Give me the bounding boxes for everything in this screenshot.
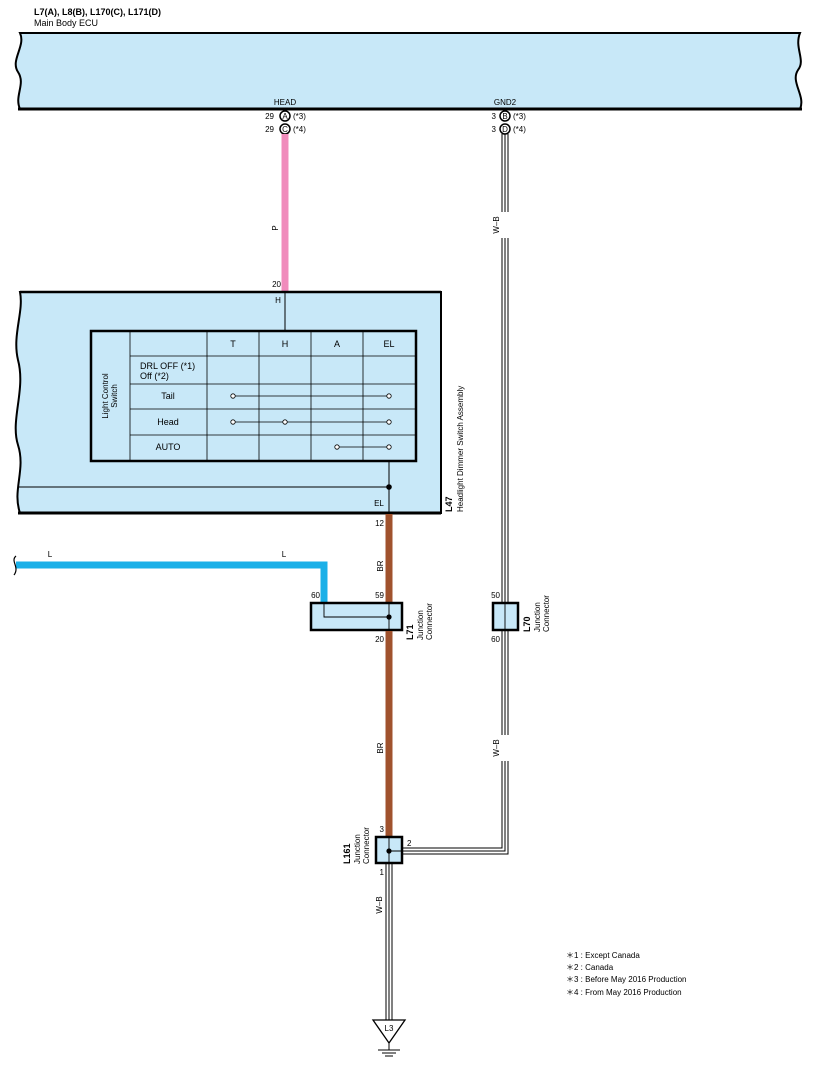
junction-l161-line1: Junction [353, 834, 362, 864]
blue-wire [16, 561, 328, 604]
switch-row-tail: Tail [161, 391, 175, 401]
gnd2-pin-d: 3 D (*4) [492, 123, 526, 135]
switch-row-auto: AUTO [156, 442, 181, 452]
pin-number: 29 [265, 125, 274, 134]
junction-l70-pin-top: 50 [491, 591, 500, 600]
junction-l161-id: L161 [342, 843, 352, 864]
switch-pin-top-name: H [275, 296, 281, 305]
junction-l161-dot [386, 848, 392, 854]
switch-row-drl-off-2: Off (*2) [140, 371, 169, 381]
junction-l70-id: L70 [522, 616, 532, 632]
pin-note: (*3) [513, 112, 526, 121]
pin-note: (*4) [513, 125, 526, 134]
switch-row-head: Head [157, 417, 179, 427]
switch-pin-top-num: 20 [272, 280, 281, 289]
junction-l71-id: L71 [405, 624, 415, 640]
junction-l70-pin-bottom: 60 [491, 635, 500, 644]
wb-label-bg [494, 212, 514, 238]
junction-l71-line1: Junction [416, 610, 425, 640]
switch-pin-bottom-num: 12 [375, 519, 384, 528]
wb-wire-ground [385, 864, 393, 1020]
pin-circle [499, 110, 511, 122]
wb-wire-ground-label: W–B [375, 896, 384, 913]
note-2: ＊2 : Canada [566, 963, 614, 972]
head-pin-c: 29 C (*4) [265, 123, 306, 135]
pink-wire-label: P [271, 225, 280, 230]
switch-col-h: H [282, 339, 289, 349]
ground-symbol [378, 1043, 400, 1057]
wb-lower-label-bg [494, 735, 514, 761]
continuity-tail [230, 393, 392, 399]
wb-wire-lower-label: W–B [492, 739, 501, 756]
brown-wire-lower-label: BR [376, 742, 385, 753]
pin-letter: B [502, 112, 507, 121]
wb-wire-upper [501, 134, 509, 604]
junction-l71-pin-bottom: 20 [375, 635, 384, 644]
junction-l70-line1: Junction [533, 602, 542, 632]
switch-el-junction-dot [386, 484, 392, 490]
pin-letter: D [502, 125, 508, 134]
brown-wire-upper-label: BR [376, 560, 385, 571]
junction-l161-pin-bottom: 1 [380, 868, 385, 877]
blue-wire-break [13, 555, 17, 576]
ecu-connector-list: L7(A), L8(B), L170(C), L171(D) [34, 7, 161, 17]
continuity-head [230, 419, 392, 425]
head-pin-a: 29 A (*3) [265, 110, 306, 122]
junction-l161-line2: Connector [362, 827, 371, 864]
ground-id: L3 [385, 1024, 394, 1033]
pin-letter: A [282, 112, 288, 121]
switch-col-el: EL [383, 339, 394, 349]
ecu-name: Main Body ECU [34, 18, 98, 28]
pin-note: (*3) [293, 112, 306, 121]
junction-l71-line2: Connector [425, 603, 434, 640]
junction-l70-box [491, 601, 520, 632]
switch-assembly-name: Headlight Dimmer Switch Assembly [456, 386, 465, 512]
note-4: ＊4 : From May 2016 Production [566, 988, 682, 997]
blue-wire-label-right: L [282, 550, 287, 559]
switch-assembly-id: L47 [444, 496, 454, 512]
switch-col-a: A [334, 339, 340, 349]
pin-note: (*4) [293, 125, 306, 134]
junction-l71-pin-left: 60 [311, 591, 320, 600]
switch-pin-bottom-name: EL [374, 499, 384, 508]
pin-number: 29 [265, 112, 274, 121]
note-3: ＊3 : Before May 2016 Production [566, 975, 687, 984]
ground-triangle [371, 1019, 407, 1045]
switch-side-label-1: Light Control [101, 373, 110, 419]
switch-col-t: T [230, 339, 236, 349]
junction-l70-line2: Connector [542, 595, 551, 632]
continuity-auto [334, 444, 392, 450]
note-1: ＊1 : Except Canada [566, 951, 640, 960]
pin-number: 3 [492, 125, 497, 134]
junction-l161-pin-right: 2 [407, 839, 412, 848]
switch-row-drl-off-1: DRL OFF (*1) [140, 361, 195, 371]
wb-wire-lower [403, 631, 509, 855]
junction-l161-pin-top: 3 [380, 825, 385, 834]
switch-side-label-2: Switch [110, 384, 119, 408]
wb-wire-upper-label: W–B [492, 216, 501, 233]
wb-ground-label-bg [372, 894, 384, 920]
ecu-gnd2-label: GND2 [494, 98, 517, 107]
pin-letter: C [282, 125, 288, 134]
switch-table-grid [129, 331, 416, 461]
ecu-head-label: HEAD [274, 98, 296, 107]
blue-wire-label-left: L [48, 550, 53, 559]
pin-circle [279, 110, 291, 122]
ecu-box [14, 32, 803, 110]
pin-number: 3 [492, 112, 497, 121]
gnd2-pin-b: 3 B (*3) [492, 110, 526, 122]
junction-l71-dot [386, 614, 392, 620]
junction-l71-pin-top: 59 [375, 591, 384, 600]
